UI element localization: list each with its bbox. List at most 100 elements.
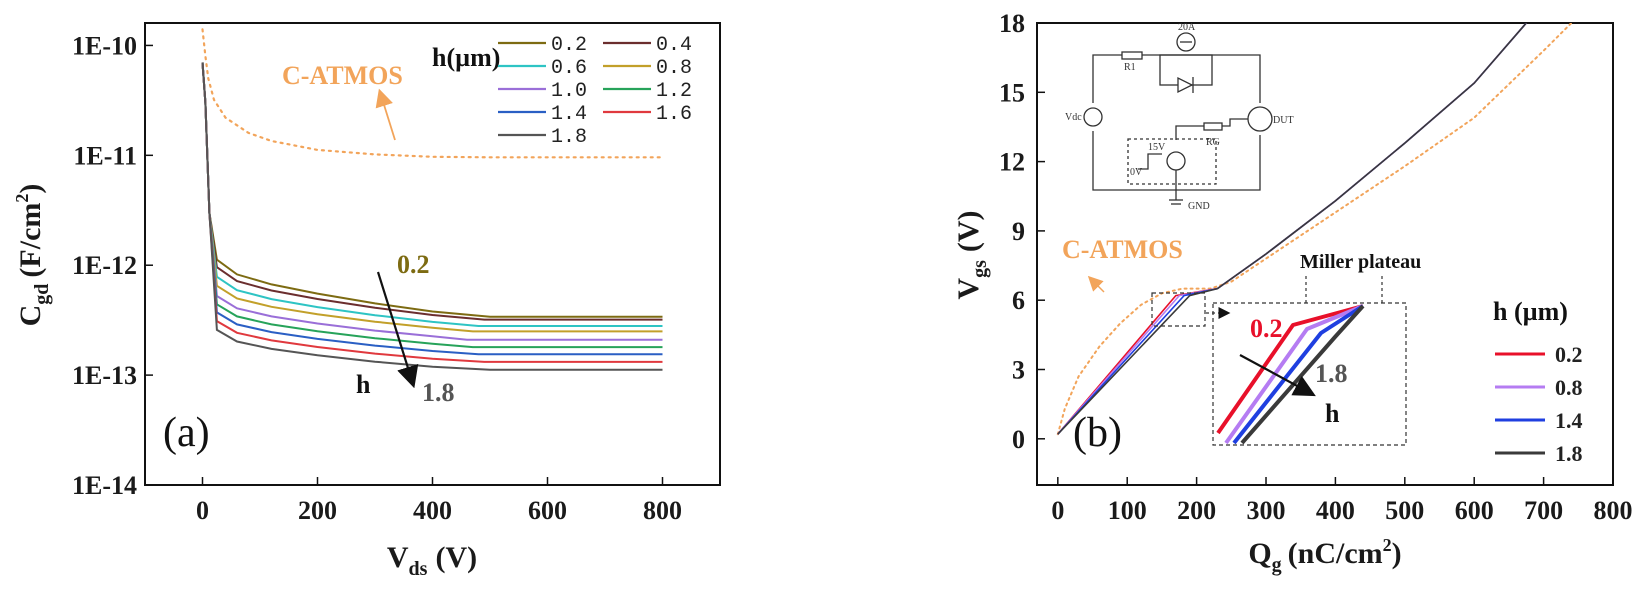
panel-b-x-tick-label: 600 bbox=[1455, 496, 1494, 525]
panel-b-x-tick-label: 0 bbox=[1051, 496, 1064, 525]
panel-b-plateau-label: Miller plateau bbox=[1300, 251, 1421, 273]
circuit-label-rg: RG bbox=[1206, 137, 1220, 148]
panel-a-y-label-close: ) bbox=[14, 184, 47, 194]
panel-a-legend-label: 0.4 bbox=[656, 34, 692, 57]
panel-a-y-tick-label: 1E-14 bbox=[72, 471, 137, 500]
panel-b-y-label-main: V bbox=[952, 278, 985, 300]
panel-a-y-label-main: C bbox=[14, 305, 47, 327]
panel-a-x-label-sub: ds bbox=[409, 558, 428, 580]
panel-b-x-tick-label: 500 bbox=[1385, 496, 1424, 525]
circuit-label-dut: DUT bbox=[1273, 115, 1294, 126]
circuit-vdc-source bbox=[1083, 107, 1103, 127]
panel-b-y-tick-label: 6 bbox=[1012, 286, 1025, 315]
panel-a-y-tick-label: 1E-13 bbox=[72, 361, 137, 390]
panel-b-series bbox=[1056, 23, 1573, 436]
panel-a-legend-label: 0.8 bbox=[656, 57, 692, 80]
panel-b-low-label: 0.2 bbox=[1250, 314, 1283, 343]
panel-b-trend-arrow bbox=[1239, 354, 1316, 397]
circuit-label-gnd: GND bbox=[1188, 201, 1210, 212]
panel-a-x-label-main: V bbox=[387, 541, 409, 574]
circuit-diode bbox=[1177, 76, 1194, 94]
panel-b-high-label: 1.8 bbox=[1315, 359, 1348, 388]
panel-b-legend-label: 0.8 bbox=[1555, 375, 1583, 400]
panel-b-x-label-main: Q bbox=[1248, 537, 1271, 570]
panel-b-legend-label: 1.4 bbox=[1555, 408, 1583, 433]
circuit-dut-transistor bbox=[1247, 106, 1273, 132]
panel-a-x-tick-label: 0 bbox=[196, 496, 209, 525]
panel-a-series-1-4 bbox=[201, 62, 663, 356]
panel-a-legend-label: 1.2 bbox=[656, 80, 692, 103]
panel-a-x-axis-label: Vds (V) bbox=[387, 541, 477, 580]
panel-a-x-tick-label: 400 bbox=[413, 496, 452, 525]
panel-a-y-tick-label: 1E-11 bbox=[73, 141, 137, 170]
panel-a-reference-label: C-ATMOS bbox=[282, 61, 403, 90]
panel-b-inset-series-1-8 bbox=[1240, 304, 1365, 445]
panel-b-y-label-units: (V) bbox=[952, 210, 985, 252]
panel-b-inset-series-1-4 bbox=[1232, 304, 1365, 445]
panel-a-legend-label: 1.0 bbox=[551, 80, 587, 103]
panel-b-x-axis-label: Qg(nC/cm2) bbox=[1248, 535, 1401, 576]
panel-a-letter: (a) bbox=[163, 410, 210, 456]
panel-a-legend-title: h(µm) bbox=[432, 43, 500, 72]
panel-b-y-tick-label: 18 bbox=[999, 9, 1025, 38]
panel-b-h-label: h bbox=[1325, 399, 1340, 428]
panel-b-x-tick-label: 100 bbox=[1108, 496, 1147, 525]
panel-b-y-tick-label: 3 bbox=[1012, 356, 1025, 385]
circuit-diagram bbox=[1083, 32, 1273, 205]
panel-b-reference-label: C-ATMOS bbox=[1062, 235, 1183, 264]
panel-a-x-tick-label: 600 bbox=[528, 496, 567, 525]
circuit-pulse-wave bbox=[1138, 153, 1162, 170]
panel-b-x-label-close: ) bbox=[1392, 537, 1402, 570]
panel-b-letter: (b) bbox=[1073, 410, 1122, 456]
panel-b-legend: 0.20.81.41.8 bbox=[1495, 342, 1583, 466]
panel-b-reference-arrow bbox=[1087, 275, 1105, 293]
panel-a-legend-label: 1.6 bbox=[656, 103, 692, 126]
panel-b-y-tick-label: 12 bbox=[999, 148, 1025, 177]
circuit-label-current: 20A bbox=[1178, 22, 1196, 33]
circuit-label-vdc: Vdc bbox=[1065, 112, 1082, 123]
panel-a-x-label-units: (V) bbox=[435, 541, 477, 574]
panel-b-y-tick-label: 9 bbox=[1012, 217, 1025, 246]
panel-b-x-tick-label: 400 bbox=[1316, 496, 1355, 525]
panel-b-y-axis-label: Vgs(V) bbox=[952, 210, 991, 299]
panel-b-plot-frame bbox=[1036, 22, 1614, 486]
panel-a-x-tick-label: 200 bbox=[298, 496, 337, 525]
panel-a-series-1-2 bbox=[201, 62, 663, 349]
circuit-resistor-r1 bbox=[1121, 51, 1143, 60]
circuit-wire-top bbox=[1092, 54, 1261, 103]
panel-a-y-tick-label: 1E-12 bbox=[72, 251, 137, 280]
panel-a-legend-label: 1.8 bbox=[551, 126, 587, 149]
panel-b-x-label-units: (nC/cm bbox=[1288, 537, 1383, 570]
panel-b-x-label-sub: g bbox=[1272, 554, 1282, 576]
panel-b-x-tick-label: 300 bbox=[1247, 496, 1286, 525]
panel-b-legend-label: 0.2 bbox=[1555, 342, 1583, 367]
circuit-label-r1: R1 bbox=[1124, 62, 1136, 73]
circuit-label-0v: 0V bbox=[1130, 167, 1143, 178]
panel-b-x-tick-label: 800 bbox=[1594, 496, 1633, 525]
panel-a-trend-arrow bbox=[376, 271, 419, 389]
panel-b-legend-title: h (µm) bbox=[1493, 297, 1568, 326]
panel-b-x-tick-label: 700 bbox=[1524, 496, 1563, 525]
panel-a-plot-frame bbox=[144, 22, 721, 486]
panel-b-series-reference bbox=[1056, 23, 1573, 436]
panel-a-series bbox=[201, 28, 664, 371]
panel-b-inset-series-0-8 bbox=[1224, 304, 1364, 445]
panel-a-series-1-8 bbox=[201, 62, 663, 371]
panel-a-series-0-2 bbox=[201, 62, 663, 318]
circuit-label-15v: 15V bbox=[1148, 142, 1166, 153]
panel-b-zoom-box bbox=[1151, 292, 1206, 327]
panel-b-inset bbox=[1216, 304, 1365, 445]
panel-a-series-0-6 bbox=[201, 62, 663, 327]
circuit-pulse-box bbox=[1127, 138, 1217, 185]
panel-a-y-label-sup: 2 bbox=[12, 194, 32, 203]
panel-a-y-label-sub: gd bbox=[31, 284, 53, 305]
panel-a-x-tick-label: 800 bbox=[643, 496, 682, 525]
circuit-pulse-source bbox=[1166, 151, 1186, 171]
panel-a-y-axis-label: Cgd(F/cm2) bbox=[12, 184, 53, 327]
panel-b-inset-series-0-2 bbox=[1216, 304, 1364, 435]
panel-a-high-label: 1.8 bbox=[422, 378, 455, 407]
circuit-labels: 20A R1 Vdc DUT 15V 0V RG GND bbox=[1065, 22, 1294, 212]
